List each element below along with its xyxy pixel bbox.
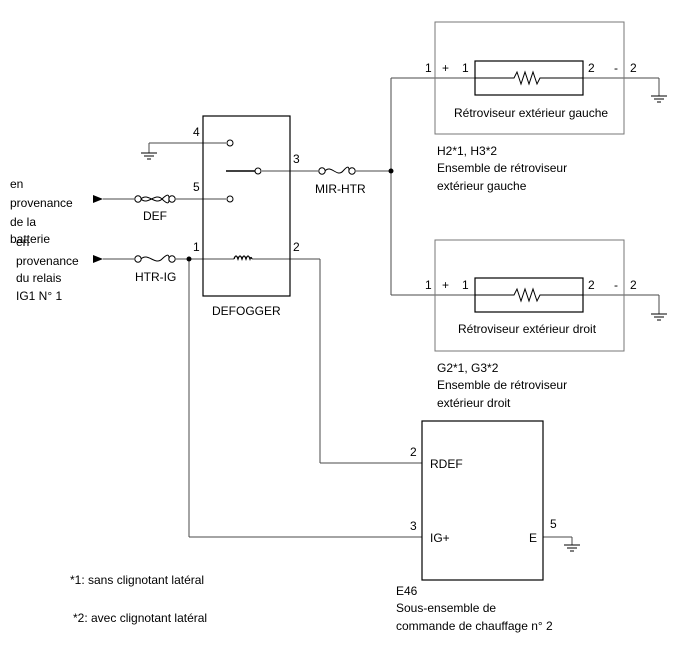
mirror-left-box [434,21,625,135]
mirror-left-caption: extérieur gauche [437,179,527,193]
mirror-left-caption: Ensemble de rétroviseur [437,161,567,175]
fuse-mir-htr [318,166,356,175]
controller-rdef: RDEF [430,457,463,471]
controller-pin-2: 2 [410,445,417,459]
battery-source-line: batterie [10,232,50,246]
wires [103,77,660,545]
mirror-right-box [434,239,625,352]
ground-icon [651,95,667,103]
mirror-right-caption: G2*1, G3*2 [437,361,499,375]
controller-box [421,420,544,581]
relay-source-line: en [16,235,29,249]
mirror-left-pin-in-inner: 1 [462,61,469,75]
mirror-right-pin-in-inner: 1 [462,278,469,292]
battery-source-line: en [10,177,23,191]
controller-caption: E46 [396,584,418,598]
defogger-pin-1: 1 [193,240,200,254]
fuse-mir-htr-label: MIR-HTR [315,182,366,196]
controller-caption: Sous-ensemble de [396,601,496,615]
relay-source-line: du relais [16,271,61,285]
mirror-right-pin-out: 2 [630,278,637,292]
arrow-icon [93,255,103,263]
mirror-right-pin-in: 1 [425,278,432,292]
controller-e: E [529,531,537,545]
defogger-switch [226,139,262,203]
mirror-left-caption: H2*1, H3*2 [437,144,497,158]
defogger-pin-4: 4 [193,125,200,139]
battery-source-line: provenance [10,196,73,210]
note-1: *1: sans clignotant latéral [70,573,204,587]
relay-source-line: provenance [16,254,79,268]
defogger-pin-2: 2 [293,240,300,254]
fuse-def [134,194,176,204]
mirror-right-pin-out-inner: 2 [588,278,595,292]
ground-icon [141,152,157,160]
defogger-pin-3: 3 [293,152,300,166]
mirror-left-pin-out: 2 [630,61,637,75]
battery-source-line: de la [10,215,36,229]
controller-caption: commande de chauffage n° 2 [396,619,553,633]
mirror-right-label: Rétroviseur extérieur droit [458,322,597,336]
arrow-icon [93,195,103,203]
defogger-label: DEFOGGER [212,304,281,318]
defogger-pin-5: 5 [193,180,200,194]
controller-pin-3: 3 [410,519,417,533]
mirror-left-minus: - [614,61,618,75]
fuse-htr-ig-label: HTR-IG [135,270,176,284]
mirror-right-caption: extérieur droit [437,396,511,410]
junction-dot [388,168,394,174]
resistor-icon [475,287,583,303]
mirror-right-minus: - [614,278,618,292]
fuse-def-label: DEF [143,209,167,223]
mirror-left-label: Rétroviseur extérieur gauche [454,106,608,120]
relay-source-line: IG1 N° 1 [16,289,62,303]
mirror-right-caption: Ensemble de rétroviseur [437,378,567,392]
mirror-left-pin-in: 1 [425,61,432,75]
controller-pin-5: 5 [550,517,557,531]
defogger-box [202,115,291,297]
resistor-icon [475,70,583,86]
relay-coil [233,255,253,262]
controller-ig: IG+ [430,531,450,545]
ground-icon [564,544,580,552]
fuse-htr-ig [134,254,176,263]
mirror-left-plus: + [442,61,449,75]
ground-icon [651,313,667,321]
mirror-left-pin-out-inner: 2 [588,61,595,75]
mirror-right-plus: + [442,278,449,292]
note-2: *2: avec clignotant latéral [73,611,207,625]
junction-dot [186,256,192,262]
